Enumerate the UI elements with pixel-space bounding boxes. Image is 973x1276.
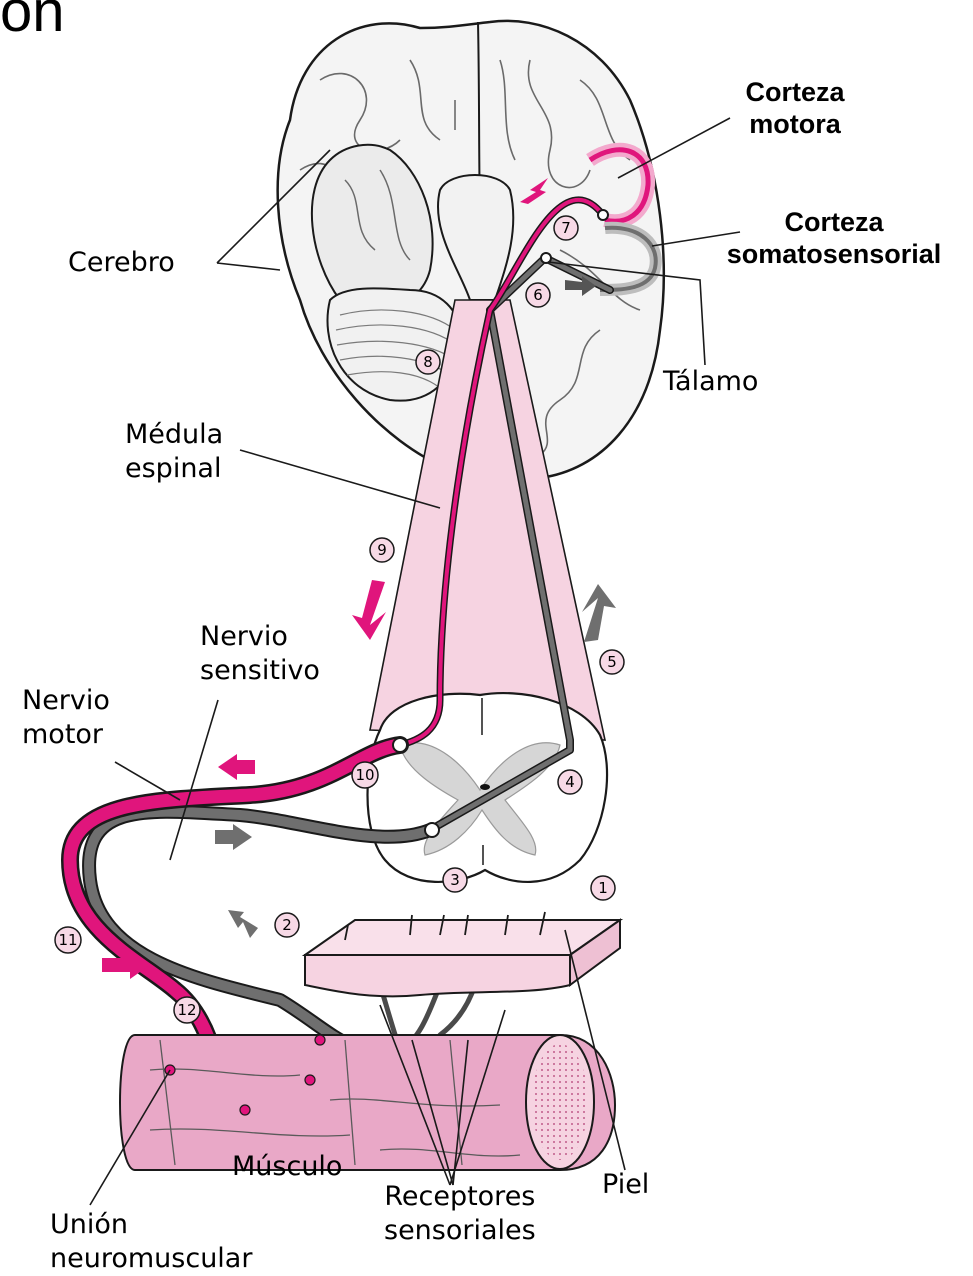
svg-text:9: 9 <box>377 541 387 559</box>
label-union-neuromuscular: Unión neuromuscular <box>50 1208 252 1276</box>
label-piel: Piel <box>602 1168 649 1202</box>
label-receptores-sensoriales: Receptores sensoriales <box>384 1180 536 1248</box>
svg-text:8: 8 <box>423 353 433 371</box>
step-7: 7 <box>554 216 578 240</box>
step-11: 11 <box>55 927 81 953</box>
step-6: 6 <box>526 283 550 307</box>
svg-text:10: 10 <box>355 766 374 784</box>
label-musculo: Músculo <box>232 1150 342 1184</box>
step-8: 8 <box>416 350 440 374</box>
svg-text:2: 2 <box>282 916 292 934</box>
svg-text:3: 3 <box>450 871 460 889</box>
svg-text:5: 5 <box>607 653 617 671</box>
step-2: 2 <box>275 913 299 937</box>
svg-text:1: 1 <box>598 879 608 897</box>
step-1: 1 <box>591 876 615 900</box>
label-medula-espinal: Médula espinal <box>125 418 223 486</box>
muscle <box>120 1035 615 1170</box>
label-nervio-sensitivo: Nervio sensitivo <box>200 620 320 688</box>
svg-text:4: 4 <box>565 773 575 791</box>
step-5: 5 <box>600 650 624 674</box>
svg-text:12: 12 <box>177 1001 196 1019</box>
svg-text:6: 6 <box>533 286 543 304</box>
step-3: 3 <box>443 868 467 892</box>
skin-block <box>305 912 620 996</box>
label-corteza-somatosensorial: Corteza somatosensorial <box>720 206 948 270</box>
step-4: 4 <box>558 770 582 794</box>
step-9: 9 <box>370 538 394 562</box>
label-corteza-motora: Corteza motora <box>725 76 865 140</box>
svg-text:7: 7 <box>561 219 571 237</box>
label-cerebro: Cerebro <box>68 246 175 280</box>
step-12: 12 <box>174 997 200 1023</box>
label-nervio-motor: Nervio motor <box>22 684 110 752</box>
label-talamo: Tálamo <box>663 365 758 399</box>
step-10: 10 <box>352 762 378 788</box>
svg-text:11: 11 <box>58 931 77 949</box>
